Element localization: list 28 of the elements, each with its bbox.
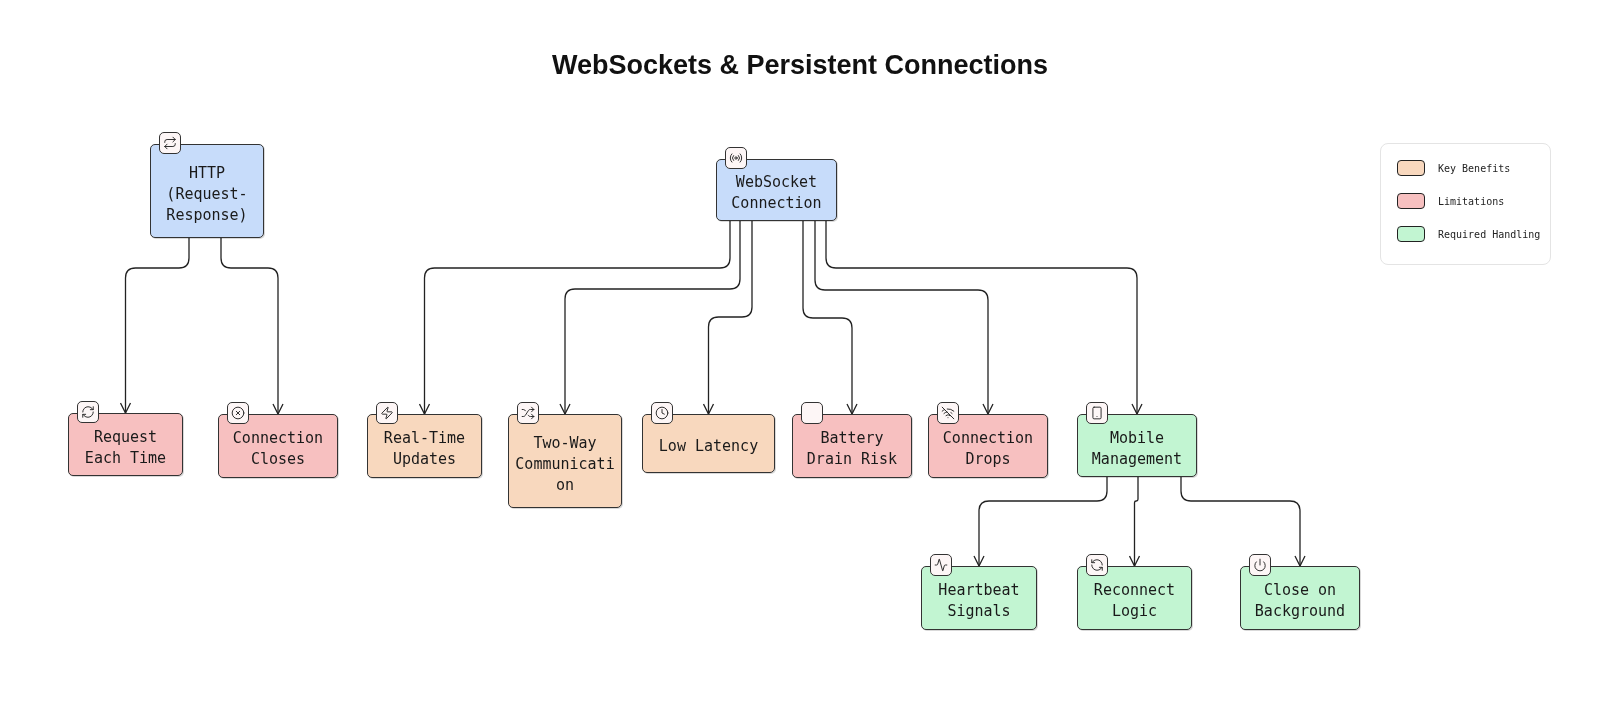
arrow bbox=[814, 220, 994, 415]
arrow bbox=[1128, 476, 1141, 567]
diagram-title: WebSockets & Persistent Connections bbox=[550, 50, 1050, 81]
arrow bbox=[802, 220, 858, 415]
arrow bbox=[973, 476, 1108, 567]
node-label: Connection Drops bbox=[941, 428, 1035, 470]
node-label: Low Latency bbox=[658, 436, 759, 457]
node-label: Two-Way Communication bbox=[514, 432, 616, 496]
node-label: Reconnect Logic bbox=[1092, 580, 1177, 622]
node-label: Real-Time Updates bbox=[382, 428, 467, 470]
node-label: HTTP (Request-Response) bbox=[165, 162, 249, 226]
legend-label: Key Benefits bbox=[1438, 162, 1511, 174]
arrow bbox=[119, 237, 190, 414]
arrow bbox=[1180, 476, 1306, 567]
legend-label: Required Handling bbox=[1438, 228, 1541, 240]
node-label: Request Each Time bbox=[83, 426, 168, 469]
node-label: Connection Closes bbox=[231, 428, 325, 470]
arrow bbox=[825, 220, 1143, 415]
arrow bbox=[559, 220, 741, 415]
legend-label: Limitations bbox=[1438, 195, 1505, 207]
arrow bbox=[418, 220, 731, 415]
node-label: Heartbeat Signals bbox=[937, 580, 1021, 622]
node-label: WebSocket Connection bbox=[730, 172, 823, 214]
node-label: Battery Drain Risk bbox=[805, 428, 899, 470]
arrow bbox=[702, 220, 753, 415]
arrow bbox=[220, 237, 284, 415]
node-label: Mobile Management bbox=[1090, 427, 1184, 470]
node-label: Close on Background bbox=[1253, 580, 1347, 622]
